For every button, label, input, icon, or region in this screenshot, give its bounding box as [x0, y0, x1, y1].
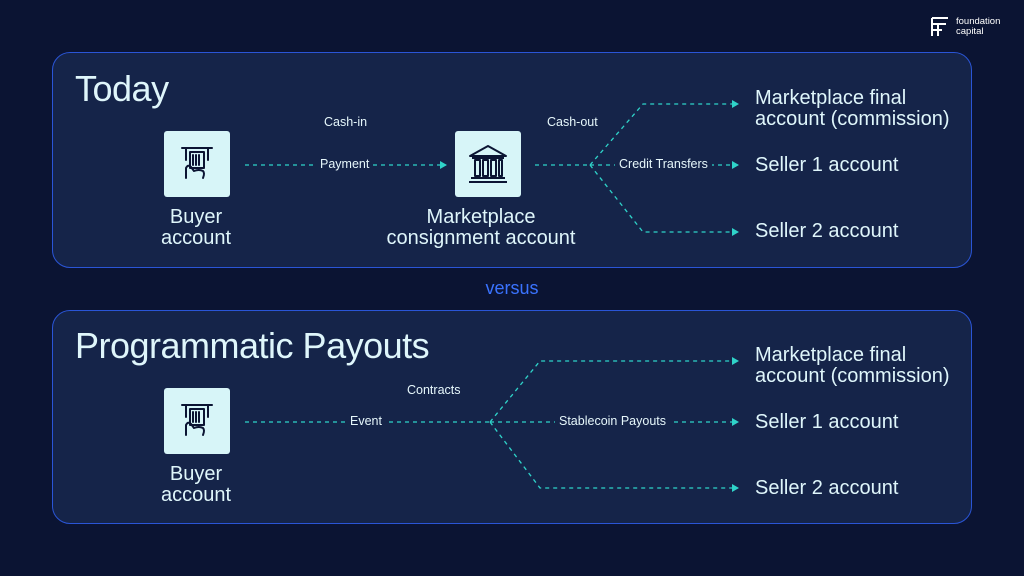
- today-marketplace-line2: consignment account: [386, 227, 576, 249]
- prog-contracts-label: Contracts: [407, 383, 461, 397]
- today-dest-seller2: Seller 2 account: [755, 220, 899, 242]
- prog-dest-seller1: Seller 1 account: [755, 411, 899, 433]
- atm-card-icon: [181, 147, 213, 179]
- prog-buyer-tile: [164, 388, 230, 454]
- prog-dest-marketplace-final: Marketplace final account (commission): [755, 345, 950, 387]
- today-dest-seller1: Seller 1 account: [755, 154, 899, 176]
- today-dest1-line1: Marketplace final: [755, 87, 907, 109]
- logo-line1: foundation: [956, 16, 1001, 27]
- prog-dest1-line1: Marketplace final: [755, 344, 907, 366]
- today-payment-label: Payment: [316, 157, 374, 171]
- today-buyer-line2: account: [160, 227, 232, 249]
- prog-buyer-line2: account: [160, 484, 232, 506]
- today-buyer-line1: Buyer: [169, 206, 223, 228]
- foundation-capital-logo-icon: [931, 17, 948, 36]
- today-dest-marketplace-final: Marketplace final account (commission): [755, 88, 950, 130]
- logo-text: foundation capital: [956, 17, 1000, 37]
- foundation-capital-logo: foundation capital: [930, 16, 1000, 38]
- atm-card-icon: [181, 404, 213, 436]
- today-connector-dest1: [589, 100, 739, 166]
- today-connector-dest3: [589, 164, 739, 236]
- today-marketplace-tile: [455, 131, 521, 197]
- prog-stablecoin-label: Stablecoin Payouts: [555, 414, 671, 428]
- today-cash-out-label: Cash-out: [547, 115, 598, 129]
- programmatic-title: Programmatic Payouts: [75, 325, 430, 366]
- versus-label: versus: [485, 278, 539, 298]
- prog-connector-dest3: [489, 421, 739, 492]
- prog-dest-seller2: Seller 2 account: [755, 477, 899, 499]
- today-buyer-label: Buyer account: [136, 207, 256, 249]
- today-title: Today: [75, 68, 169, 109]
- prog-dest1-line2: account (commission): [755, 365, 950, 387]
- today-cash-in-label: Cash-in: [324, 115, 368, 129]
- bank-building-icon: [469, 145, 507, 183]
- logo-line2: capital: [956, 26, 984, 37]
- today-buyer-tile: [164, 131, 230, 197]
- today-marketplace-label: Marketplace consignment account: [378, 207, 584, 249]
- today-marketplace-line1: Marketplace: [426, 206, 536, 228]
- prog-buyer-line1: Buyer: [169, 463, 223, 485]
- today-credit-transfers-label: Credit Transfers: [615, 157, 712, 171]
- prog-event-label: Event: [346, 414, 386, 428]
- prog-buyer-label: Buyer account: [136, 464, 256, 506]
- today-dest1-line2: account (commission): [755, 108, 950, 130]
- prog-connector-dest1: [489, 357, 739, 423]
